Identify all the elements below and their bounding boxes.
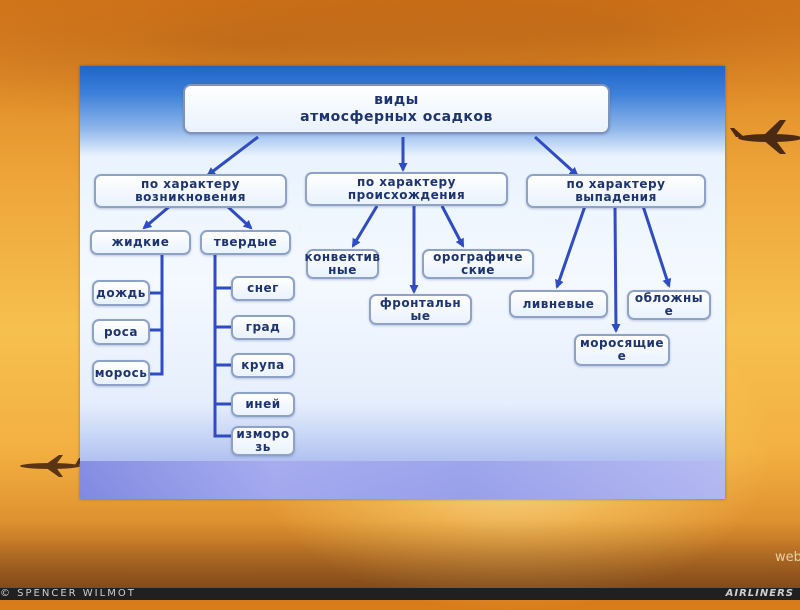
item-dew: роса: [92, 319, 150, 345]
item-showers: ливневые: [509, 290, 608, 318]
category-origin: по характеру возникновения: [94, 174, 287, 208]
arrow-falling-overcast: [641, 205, 672, 288]
item-snow: снег: [231, 276, 295, 301]
type-solid: твердые: [200, 230, 291, 255]
photo-credit-strip: © SPENCER WILMOT AIRLINERS: [0, 588, 800, 600]
bracket-liquid: [150, 255, 164, 376]
item-rime: изморо зь: [231, 426, 295, 456]
arrow-falling-drizzle: [611, 205, 621, 333]
item-hail: град: [231, 315, 295, 340]
connector-lines: [142, 135, 672, 438]
arrow-origin-liquid: [142, 204, 171, 230]
airplane-left: [20, 455, 82, 477]
arrow-title-origin: [206, 135, 259, 177]
item-convective: конвектив ные: [304, 249, 381, 279]
type-liquid: жидкие: [90, 230, 191, 255]
horizon: [0, 520, 800, 600]
item-graupel: крупа: [231, 353, 295, 378]
airplane-right: [730, 120, 800, 154]
arrow-title-falling: [533, 135, 579, 177]
category-formation: по характеру происхождения: [305, 172, 508, 206]
item-drizzle: морось: [92, 360, 150, 386]
arrow-origin-solid: [225, 204, 253, 230]
item-orographic: орографиче ские: [422, 249, 534, 279]
item-frost: иней: [231, 392, 295, 417]
panel-footer-band: [80, 461, 725, 499]
diagram-title: виды атмосферных осадков: [183, 84, 610, 134]
arrow-formation-convective: [351, 205, 379, 248]
item-frontal: фронтальн ые: [369, 294, 472, 325]
item-drizzling: моросящие е: [574, 334, 670, 366]
bracket-solid: [213, 255, 231, 438]
diagram-panel: виды атмосферных осадков по характеру во…: [80, 66, 725, 499]
credit-site-logo: AIRLINERS: [725, 588, 794, 599]
watermark-web: web: [775, 550, 800, 565]
credit-photographer: © SPENCER WILMOT: [0, 588, 136, 599]
arrow-formation-orographic: [440, 205, 465, 248]
item-rain: дождь: [92, 280, 150, 306]
category-falling: по характеру выпадения: [526, 174, 706, 208]
arrow-falling-showers: [555, 205, 587, 289]
item-overcast: обложны е: [627, 290, 711, 320]
